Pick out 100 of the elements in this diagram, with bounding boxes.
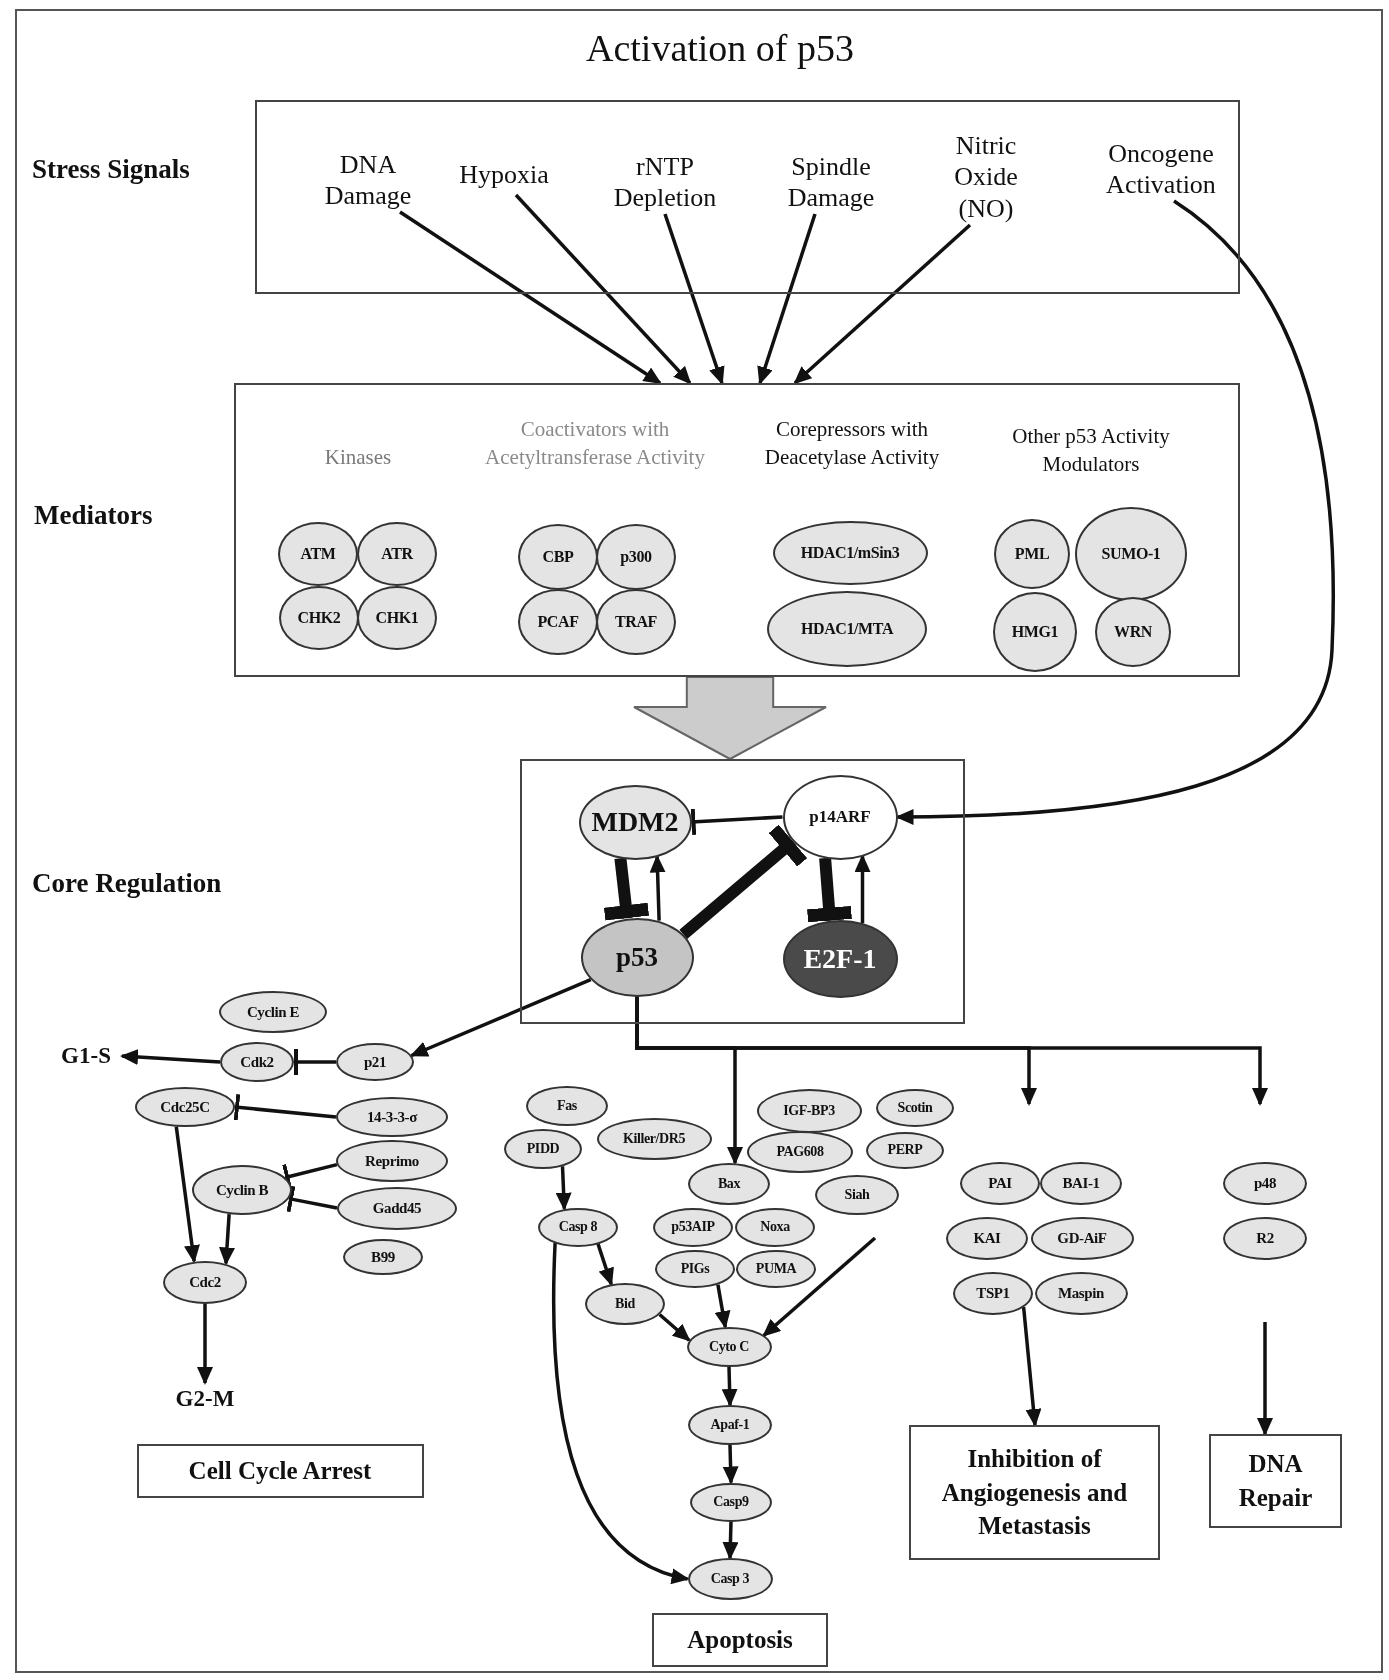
protein-oval: PCAF (518, 589, 598, 655)
arrow (635, 996, 1268, 1106)
protein-oval: R2 (1223, 1216, 1307, 1260)
protein-oval: CHK2 (279, 586, 359, 650)
protein-oval: Killer/DR5 (596, 1118, 712, 1160)
arrow (722, 1444, 739, 1485)
inhibition-line (233, 1094, 337, 1121)
protein-oval: PAG608 (747, 1131, 853, 1173)
inhibition-line (679, 824, 808, 939)
outcome-box: Apoptosis (652, 1613, 828, 1667)
protein-oval: p48 (1223, 1161, 1307, 1205)
arrow (120, 1049, 221, 1065)
protein-oval: p21 (336, 1043, 414, 1081)
inhibition-line (294, 1049, 336, 1075)
section-heading: Stress Signals (32, 153, 191, 186)
diagram-title: Activation of p53 (584, 26, 856, 70)
protein-oval: Casp9 (690, 1482, 772, 1522)
protein-oval: Siah (815, 1175, 899, 1215)
signal-text: DNA Damage (308, 148, 428, 212)
protein-oval: Noxa (735, 1207, 815, 1247)
protein-oval: WRN (1095, 597, 1171, 667)
block-arrow (633, 676, 827, 761)
protein-oval: Bid (585, 1283, 665, 1325)
protein-oval: Scotin (876, 1089, 954, 1127)
group-frame (255, 100, 1240, 294)
arrow (722, 1521, 739, 1560)
protein-oval: PERP (866, 1131, 944, 1169)
inhibition-line (807, 857, 852, 923)
protein-oval: Cdc25C (135, 1087, 235, 1127)
arrow (1021, 1306, 1042, 1427)
signal-text: Spindle Damage (766, 150, 896, 214)
protein-oval: HDAC1/mSin3 (772, 521, 928, 585)
arrow (219, 1214, 235, 1266)
protein-oval: SUMO-1 (1075, 507, 1187, 601)
signal-text: Hypoxia (444, 155, 564, 195)
arrow (1257, 1322, 1273, 1436)
signal-text: Nitric Oxide (NO) (936, 129, 1036, 225)
arrow (658, 1313, 691, 1342)
protein-oval: PAI (960, 1161, 1040, 1205)
protein-oval: ATR (357, 522, 437, 586)
protein-oval: Casp 8 (538, 1207, 618, 1247)
inhibition-line (286, 1185, 338, 1213)
protein-oval: Cdk2 (220, 1042, 294, 1082)
signal-text: rNTP Depletion (600, 150, 730, 214)
arrow (663, 213, 725, 385)
protein-oval: MDM2 (578, 784, 692, 860)
protein-oval: Cyto C (686, 1327, 772, 1367)
protein-oval: TSP1 (953, 1271, 1033, 1315)
protein-oval: Cyclin B (192, 1165, 292, 1215)
protein-oval: KAI (946, 1216, 1028, 1260)
protein-oval: Gadd45 (337, 1186, 457, 1230)
inhibition-line (690, 808, 783, 835)
protein-oval: p53AIP (653, 1207, 733, 1247)
inhibition-line (603, 857, 650, 921)
protein-oval: Bax (688, 1163, 770, 1205)
phase-label: G2-M (165, 1383, 245, 1415)
protein-oval: E2F-1 (782, 920, 898, 998)
group-heading: Corepressors with Deacetylase Activity (763, 416, 941, 471)
protein-oval: BAI-1 (1040, 1161, 1122, 1205)
protein-oval: Casp 3 (687, 1558, 773, 1600)
section-heading: Mediators (34, 499, 154, 532)
protein-oval: TRAF (596, 589, 676, 655)
arrow (399, 210, 662, 385)
arrow (197, 1303, 213, 1385)
protein-oval: Cdc2 (163, 1260, 247, 1304)
protein-oval: Fas (526, 1086, 608, 1126)
group-heading: Other p53 Activity Modulators (1011, 423, 1171, 478)
protein-oval: CBP (518, 524, 598, 590)
protein-oval: IGF-BP3 (756, 1089, 862, 1133)
protein-oval: p53 (580, 917, 694, 997)
protein-oval: Maspin (1034, 1271, 1128, 1315)
protein-oval: 14-3-3-σ (336, 1097, 448, 1137)
arrow (757, 213, 817, 385)
outcome-box: DNA Repair (1209, 1434, 1342, 1528)
protein-oval: GD-AiF (1030, 1216, 1134, 1260)
group-frame (234, 383, 1240, 677)
signal-text: Oncogene Activation (1096, 137, 1226, 201)
group-heading: Coactivators with Acetyltransferase Activity (485, 416, 705, 471)
arrow (762, 1236, 877, 1337)
protein-oval: p14ARF (782, 774, 898, 860)
group-frame (520, 759, 965, 1024)
protein-oval: p300 (596, 524, 676, 590)
protein-oval: Reprimo (336, 1140, 448, 1182)
phase-label: G1-S (50, 1040, 122, 1072)
outcome-box: Inhibition of Angiogenesis and Metastasis (909, 1425, 1160, 1560)
protein-oval: ATM (278, 522, 358, 586)
protein-oval: HDAC1/MTA (767, 591, 927, 667)
protein-oval: HMG1 (993, 592, 1077, 672)
arrow (721, 1366, 738, 1407)
arrow (793, 223, 972, 385)
protein-oval: PUMA (736, 1250, 816, 1288)
protein-oval: Apaf-1 (688, 1405, 772, 1445)
protein-oval: CHK1 (357, 586, 437, 650)
protein-oval: PML (994, 519, 1070, 589)
protein-oval: PIDD (504, 1129, 582, 1169)
arrow (514, 193, 692, 385)
outcome-box: Cell Cycle Arrest (136, 1444, 424, 1498)
protein-oval: B99 (343, 1239, 423, 1275)
group-heading: Kinases (323, 444, 393, 471)
protein-oval: PIGs (655, 1250, 735, 1288)
